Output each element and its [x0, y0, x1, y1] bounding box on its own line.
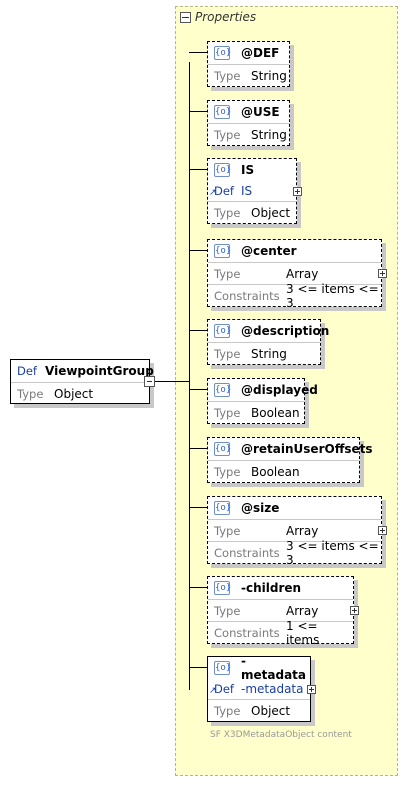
object-icon: {o}: [214, 581, 232, 595]
property-name: @DEF: [241, 46, 280, 60]
property-value: Array: [286, 603, 319, 618]
property-value: String: [251, 346, 287, 361]
connector-branch: [189, 169, 207, 170]
property-key: Constraints: [214, 545, 280, 560]
connector-root: [155, 381, 174, 382]
property-value: Object: [251, 205, 291, 220]
property-name: @size: [241, 501, 280, 515]
connector-branch: [189, 507, 207, 508]
object-icon: {o}: [214, 383, 232, 397]
property-key: Type: [214, 603, 241, 618]
connector-branch: [189, 448, 207, 449]
property-name: @USE: [241, 105, 280, 119]
property-key: Type: [214, 703, 241, 718]
property-value: Boolean: [251, 464, 300, 479]
object-icon: {o}: [214, 442, 232, 456]
connector-branch: [189, 52, 207, 53]
object-icon: {o}: [214, 46, 232, 60]
connector-trunk-a: [174, 381, 189, 382]
property-name: @description: [241, 324, 330, 338]
expand-toggle[interactable]: [350, 606, 359, 615]
property-name: -children: [241, 581, 302, 595]
property-value: Array: [286, 523, 319, 538]
property-value: Object: [251, 703, 291, 718]
metadata-footnote: SF X3DMetadataObject content: [210, 730, 352, 740]
property-value: 3 <= items <= 3: [286, 538, 379, 567]
def-label: Def: [214, 682, 234, 696]
connector-branch: [189, 111, 207, 112]
root-node-viewpointgroup[interactable]: Def ViewpointGroup Type Object: [10, 359, 154, 404]
expand-toggle[interactable]: [378, 269, 387, 278]
connector-branch: [189, 587, 207, 588]
property-name: @displayed: [241, 383, 318, 397]
root-type-label: Type: [17, 386, 44, 401]
property-key: Constraints: [214, 288, 280, 303]
connector-branch: [189, 389, 207, 390]
connector-branch: [189, 667, 207, 668]
property-value: String: [251, 127, 287, 142]
def-value: -metadata: [241, 682, 304, 696]
property-key: Type: [214, 266, 241, 281]
properties-header[interactable]: Properties: [180, 9, 256, 25]
object-icon: {o}: [214, 661, 232, 675]
def-label: Def: [214, 184, 234, 198]
reference-arrow-icon: ↗: [209, 686, 217, 696]
property-key: Constraints: [214, 625, 280, 640]
property-name: @center: [241, 244, 297, 258]
property-name: @retainUserOffsets: [241, 442, 373, 456]
root-type-value: Object: [54, 386, 94, 401]
object-icon: {o}: [214, 105, 232, 119]
connector-branch: [189, 250, 207, 251]
property-value: Boolean: [251, 405, 300, 420]
property-value: 1 <= items: [286, 618, 320, 647]
root-collapse-toggle[interactable]: [144, 376, 155, 387]
property-key: Type: [214, 346, 241, 361]
property-key: Type: [214, 68, 241, 83]
property-key: Type: [214, 127, 241, 142]
property-key: Type: [214, 523, 241, 538]
property-key: Type: [214, 205, 241, 220]
expand-toggle[interactable]: [293, 187, 302, 196]
property-value: String: [251, 68, 287, 83]
property-key: Type: [214, 464, 241, 479]
connector-trunk: [189, 62, 190, 690]
object-icon: {o}: [214, 163, 232, 177]
property-value: Array: [286, 266, 319, 281]
def-value: IS: [241, 184, 253, 198]
property-value: 3 <= items <= 3: [286, 281, 379, 310]
expand-toggle[interactable]: [307, 685, 316, 694]
properties-label: Properties: [195, 10, 257, 24]
collapse-icon[interactable]: [180, 11, 191, 23]
object-icon: {o}: [214, 244, 232, 258]
property-name: -metadata: [241, 654, 306, 682]
object-icon: {o}: [214, 501, 232, 515]
property-name: IS: [241, 163, 255, 177]
object-icon: {o}: [214, 324, 232, 338]
root-name: ViewpointGroup: [45, 364, 154, 378]
expand-toggle[interactable]: [378, 526, 387, 535]
connector-branch: [189, 330, 207, 331]
reference-arrow-icon: ↗: [209, 188, 217, 198]
property-key: Type: [214, 405, 241, 420]
root-def-label: Def: [17, 364, 37, 378]
